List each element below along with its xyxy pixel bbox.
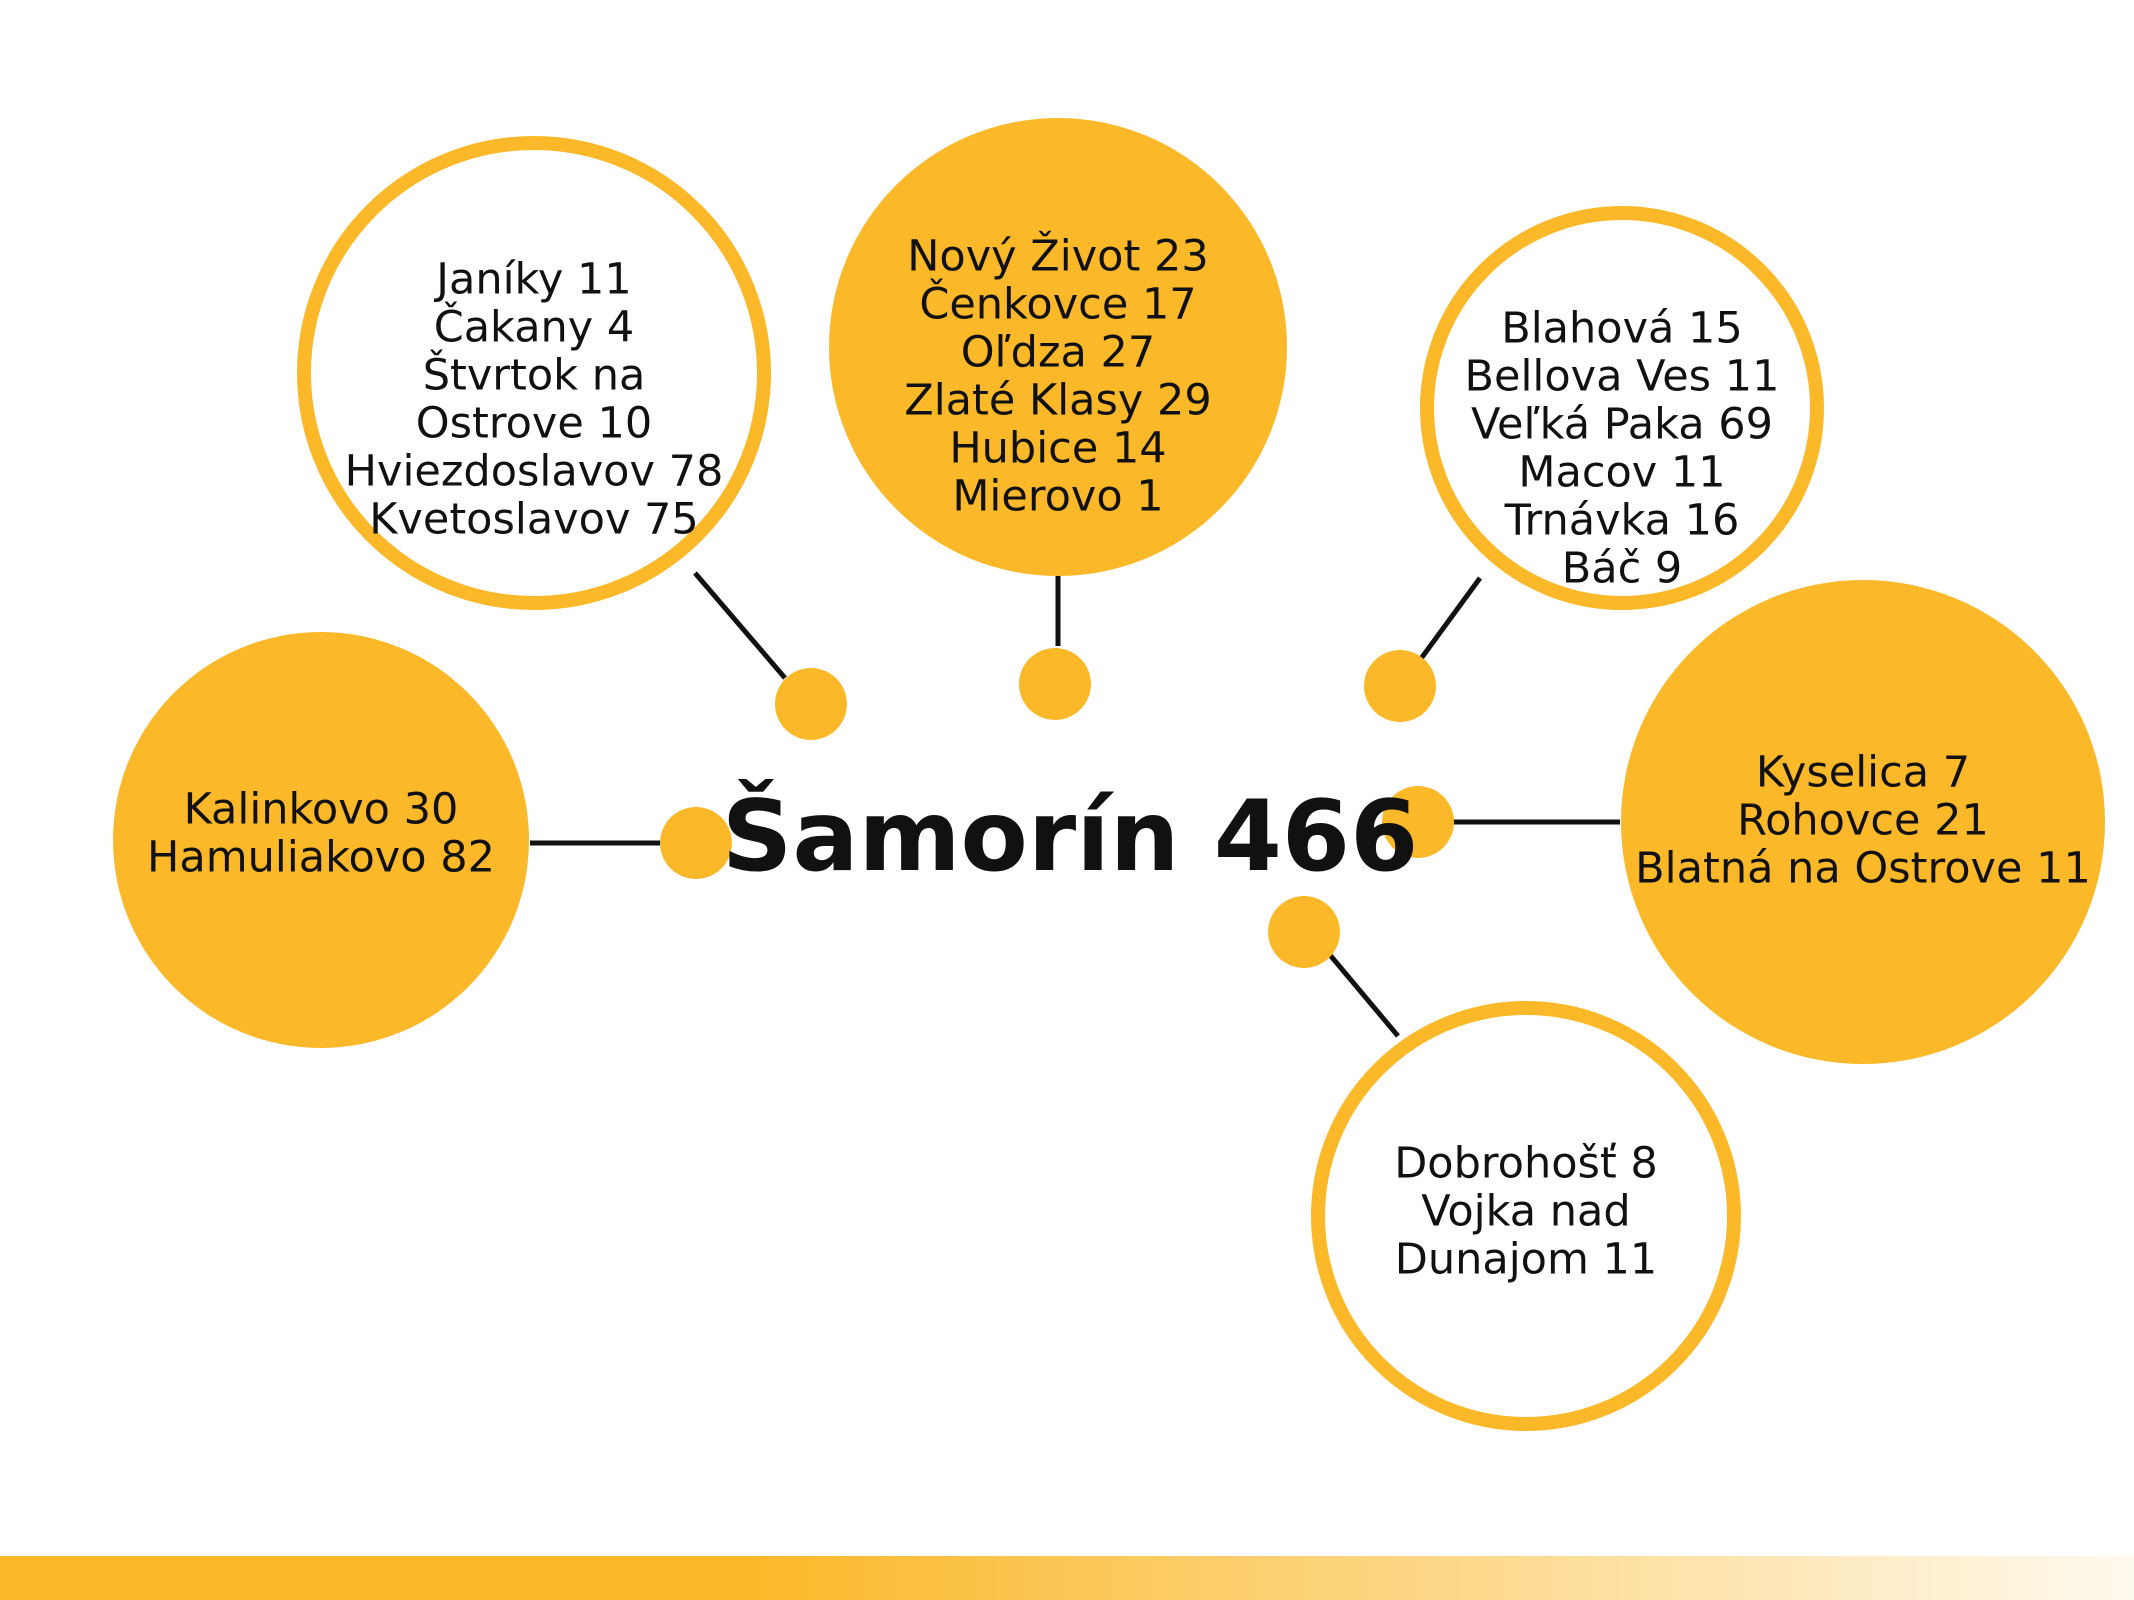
connector-dot-kyselica (1382, 786, 1454, 858)
bubble-circle-blahova (1420, 206, 1824, 610)
bubble-line: Kyselica 7 (1756, 748, 1970, 798)
bubble-circle-dobrohost (1311, 1001, 1741, 1431)
connector-dot-novy-zivot (1019, 648, 1091, 720)
connector-dot-kalinkovo (660, 807, 732, 879)
bubble-line: Oľdza 27 (961, 328, 1156, 378)
bubble-line: Blatná na Ostrove 11 (1635, 844, 2091, 894)
connector-dots (660, 648, 1454, 968)
footer-bar (0, 1556, 2134, 1600)
bubble-line: Vojka nad (1421, 1187, 1630, 1237)
bubble-circle-janiky (297, 136, 771, 610)
center-label: Šamorín 466 (722, 778, 1419, 894)
bubble-line: Bellova Ves 11 (1465, 352, 1780, 402)
bubble-line: Kalinkovo 30 (184, 785, 459, 835)
bubble-line: Kvetoslavov 75 (369, 495, 699, 545)
bubble-line: Hviezdoslavov 78 (345, 447, 724, 497)
connector-dot-janiky (775, 668, 847, 740)
bubble-line: Zlaté Klasy 29 (904, 376, 1211, 426)
connector-line-blahova (1417, 576, 1483, 662)
connector-dot-dobrohost (1268, 896, 1340, 968)
bubble-line: Báč 9 (1562, 544, 1683, 594)
bubble-line: Dunajom 11 (1395, 1235, 1658, 1285)
bubble-line: Čenkovce 17 (919, 279, 1196, 330)
bubble-line: Ostrove 10 (416, 399, 652, 449)
bubble-circle-kyselica (1621, 580, 2105, 1064)
bubble-line: Štvrtok na (423, 350, 646, 401)
bubble-line: Veľká Paka 69 (1471, 400, 1773, 450)
bubble-line: Macov 11 (1518, 448, 1725, 498)
bubble-line: Nový Život 23 (907, 231, 1208, 282)
bubble-line: Janíky 11 (433, 255, 631, 305)
bubble-line: Hubice 14 (949, 424, 1166, 474)
bubble-line: Hamuliakovo 82 (147, 833, 495, 883)
connector-dot-blahova (1364, 650, 1436, 722)
connector-line-dobrohost (1328, 953, 1400, 1038)
connectors (530, 571, 1620, 1038)
connector-line-janiky (693, 571, 787, 680)
bubble-line: Čakany 4 (434, 302, 635, 353)
bubble-line: Rohovce 21 (1737, 796, 1989, 846)
bubble-circle-kalinkovo (113, 632, 529, 1048)
bubble-line: Trnávka 16 (1504, 496, 1740, 546)
bubble-line: Dobrohošť 8 (1394, 1139, 1658, 1189)
bubble-line: Mierovo 1 (952, 472, 1163, 522)
bubble-line: Blahová 15 (1501, 304, 1743, 354)
bubble-circle-novy-zivot (829, 118, 1287, 576)
